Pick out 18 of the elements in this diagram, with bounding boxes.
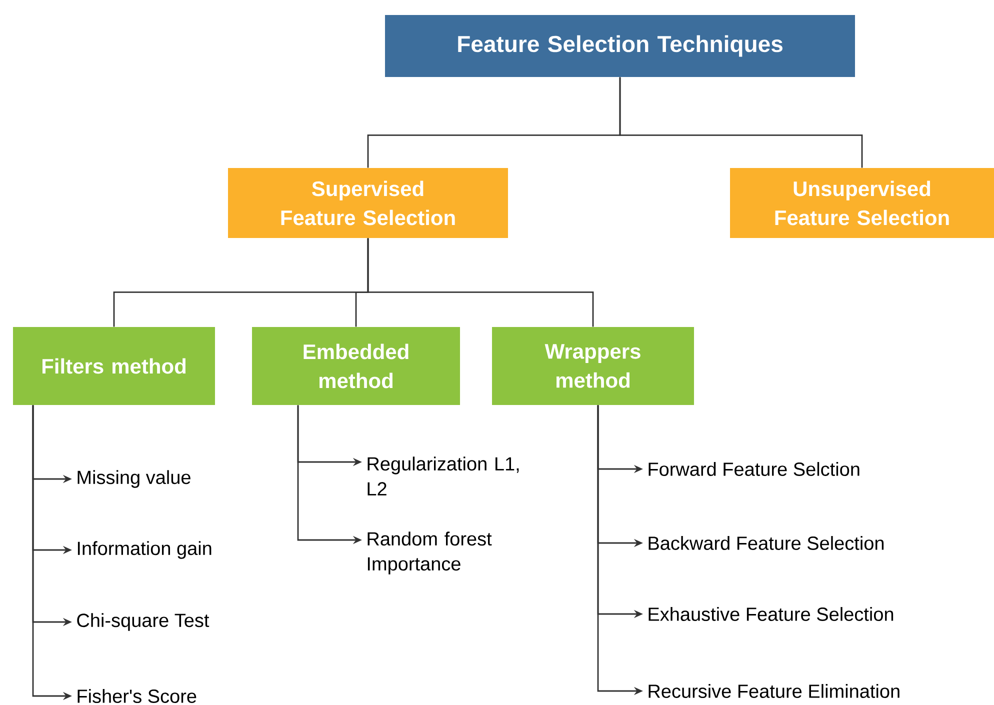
connector-line [367, 238, 594, 327]
item-label: Backward Feature Selection [648, 536, 884, 550]
category-box: Embedded method [252, 327, 460, 405]
item-label: Random forest Importance [368, 532, 492, 574]
category-box: Filters method [13, 327, 215, 405]
item-label: Forward Feature Selction [648, 462, 860, 476]
category-box: Supervised Feature Selection [228, 168, 508, 238]
item-label: Missing value [78, 470, 190, 488]
category-box: Feature Selection Techniques [385, 15, 855, 77]
item-label: Regularization L1, L2 [368, 456, 519, 496]
item-label: Recursive Feature Elimination [648, 684, 900, 698]
item-label: Information gain [78, 541, 212, 559]
item-label: Fisher's Score [78, 689, 196, 703]
item-label: Chi-square Test [77, 613, 210, 631]
category-box: Wrappers method [492, 327, 694, 405]
item-label: Exhaustive Feature Selection [648, 607, 894, 621]
category-box: Unsupervised Feature Selection [730, 168, 994, 238]
connector-line [619, 77, 863, 168]
